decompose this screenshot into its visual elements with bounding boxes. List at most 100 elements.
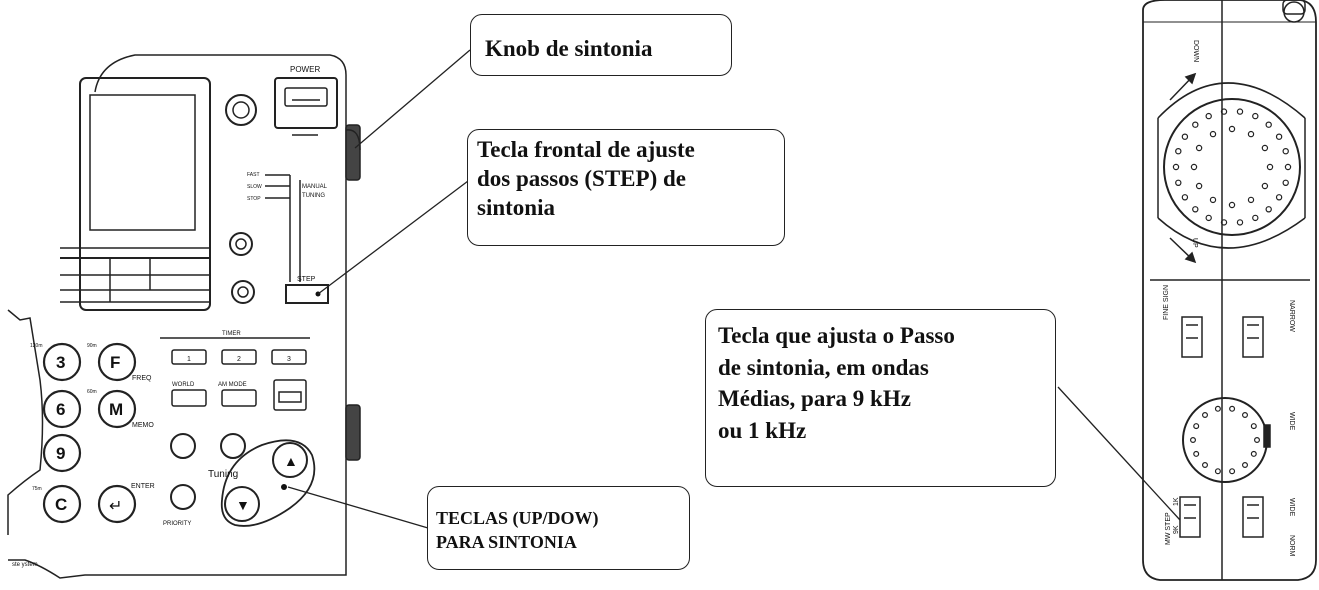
down-label: DOWN [1192, 40, 1199, 62]
tuning-mode-slow: SLOW [247, 184, 262, 190]
down-arrow-icon: ▼ [236, 497, 250, 513]
band-75m: 75m [32, 486, 42, 492]
dial-dot [1266, 163, 1274, 171]
dial-dot [1247, 130, 1255, 138]
up-label: UP [1191, 238, 1198, 248]
dial-dot [1284, 163, 1292, 171]
timer-3: 3 [287, 356, 291, 363]
dial-dot [1236, 108, 1244, 115]
callout-step-line1: Tecla frontal de ajuste [477, 137, 695, 162]
tuning-label: TUNING [302, 193, 325, 199]
wide-label-2: WIDE [1288, 498, 1295, 517]
key-6: 6 [56, 400, 65, 419]
up-arrow-icon: ▲ [284, 453, 298, 469]
dial-dot [1229, 468, 1236, 475]
leader-updown [287, 486, 429, 529]
dial-dot [1201, 412, 1208, 419]
callout-mw-line2: de sintonia, em ondas [718, 354, 929, 380]
dial-dot [1250, 423, 1257, 430]
dial-dot [1275, 194, 1283, 201]
dial-dot [1220, 108, 1228, 115]
dial-dot [1282, 179, 1289, 186]
dial-dot [1228, 125, 1236, 133]
timer-2: 2 [237, 356, 241, 363]
leader-lines [287, 49, 1181, 529]
dial-dot [1201, 462, 1208, 469]
leader-step [317, 174, 477, 295]
dial-dot [1228, 201, 1236, 209]
dial-dot [1193, 423, 1200, 430]
world-label: WORLD [172, 382, 195, 388]
dial-dot [1193, 450, 1200, 457]
big-dial-dots [1172, 108, 1292, 226]
priority-label: PRIORITY [163, 521, 191, 527]
timer-1: 1 [187, 356, 191, 363]
key-c: C [55, 495, 67, 514]
dial-dot [1253, 437, 1260, 444]
callout-knob-text: Knob de sintonia [485, 36, 653, 61]
key-9: 9 [56, 444, 65, 463]
dial-dot [1275, 133, 1283, 140]
dial-dot [1265, 121, 1272, 128]
callout-step-line3: sintonia [477, 194, 555, 220]
leader-knob [354, 49, 471, 149]
dial-dot [1209, 196, 1217, 204]
dial-dot [1195, 144, 1203, 152]
band-120m: 120m [30, 343, 43, 349]
dial-dot [1214, 405, 1221, 412]
radio-front-panel [7, 54, 361, 579]
enter-icon: ↵ [109, 498, 122, 515]
dial-dot [1220, 219, 1228, 226]
dial-dot [1172, 163, 1180, 171]
band-90m: 90m [87, 343, 97, 349]
timer-label: TIMER [222, 331, 241, 337]
dial-dot [1175, 147, 1182, 155]
dial-dot [1252, 214, 1259, 222]
dial-dot [1265, 206, 1272, 213]
memo-label: MEMO [132, 422, 154, 429]
step-label: STEP [297, 276, 316, 283]
key-3: 3 [56, 353, 65, 372]
callout-step: Tecla frontal de ajuste dos passos (STEP… [467, 129, 785, 246]
radio-front-labels: POWER FAST SLOW STOP MANUAL TUNING STEP … [12, 65, 328, 568]
dial-arrows [1169, 72, 1197, 264]
callout-mw-line3: Médias, para 9 kHz [718, 386, 911, 412]
dial-dot [1229, 405, 1236, 412]
dial-dot [1241, 462, 1248, 469]
manual-label: MANUAL [302, 184, 328, 190]
callout-step-line2: dos passos (STEP) de [477, 165, 686, 191]
dial-dot [1250, 450, 1257, 457]
tuning-mode-fast: FAST [247, 172, 260, 178]
dial-dot [1192, 206, 1199, 213]
tuning-label-pad: Tuning [208, 469, 238, 480]
norm-label: NORM [1288, 535, 1295, 557]
enter-label: ENTER [131, 483, 155, 490]
mw-step-label: MW STEP [1165, 512, 1172, 545]
callout-updown-line1: TECLAS (UP/DOW) [436, 508, 599, 528]
narrow-label: NARROW [1288, 300, 1295, 332]
tuning-mode-stop: STOP [247, 196, 261, 202]
radio-side-view [1142, 0, 1317, 581]
key-m: M [109, 400, 123, 419]
dial-dot [1195, 182, 1203, 190]
dial-dot [1261, 144, 1269, 152]
dial-dot [1205, 214, 1212, 222]
dial-dot [1192, 121, 1199, 128]
dial-dot [1236, 219, 1244, 226]
small-dial-dots [1189, 405, 1260, 475]
power-label: POWER [290, 65, 320, 74]
key-f: F [110, 353, 120, 372]
callout-updown: TECLAS (UP/DOW) PARA SINTONIA [427, 486, 690, 570]
dial-dot [1247, 196, 1255, 204]
dial-dot [1181, 194, 1189, 201]
9k-label: 9K [1173, 525, 1180, 534]
dial-dot [1205, 112, 1212, 120]
dial-dot [1209, 130, 1217, 138]
dial-dot [1190, 163, 1198, 171]
wide-label: WIDE [1288, 412, 1295, 431]
band-60m: 60m [87, 389, 97, 395]
dial-dot [1175, 179, 1182, 186]
dial-dot [1189, 437, 1196, 444]
radio-side-labels: DOWN UP FINE SIGN NARROW WIDE MW STEP 9K… [1163, 40, 1295, 557]
